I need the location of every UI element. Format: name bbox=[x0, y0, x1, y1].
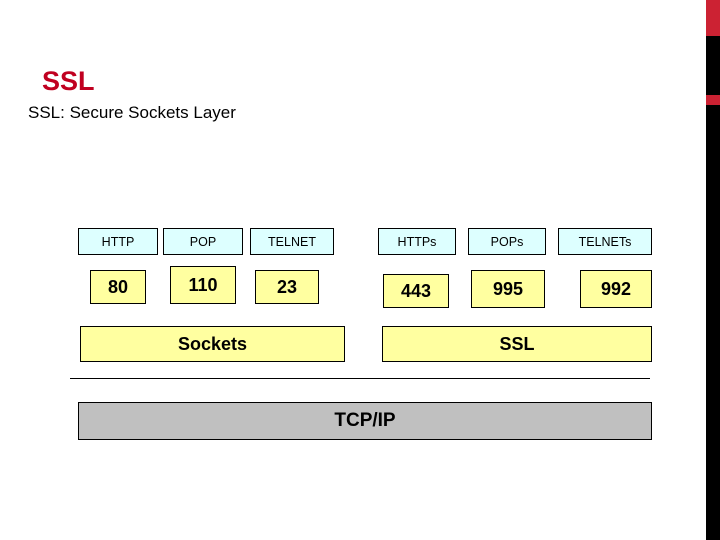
stack-divider bbox=[70, 378, 650, 379]
port-pop: 110 bbox=[170, 266, 236, 304]
port-http: 80 bbox=[90, 270, 146, 304]
protocol-label-http: HTTP bbox=[78, 228, 158, 255]
band-sockets: Sockets bbox=[80, 326, 345, 362]
protocol-label-https: HTTPs bbox=[378, 228, 456, 255]
protocol-label-telnets: TELNETs bbox=[558, 228, 652, 255]
port-telnet: 23 bbox=[255, 270, 319, 304]
protocol-label-telnet: TELNET bbox=[250, 228, 334, 255]
right-edge-accent-second bbox=[706, 95, 720, 105]
protocol-label-pops: POPs bbox=[468, 228, 546, 255]
page-title: SSL bbox=[42, 66, 95, 96]
band-ssl: SSL bbox=[382, 326, 652, 362]
port-telnets: 992 bbox=[580, 270, 652, 308]
band-tcpip: TCP/IP bbox=[78, 402, 652, 440]
right-edge-bar bbox=[706, 0, 720, 540]
page-subtitle: SSL: Secure Sockets Layer bbox=[28, 103, 236, 122]
protocol-label-pop: POP bbox=[163, 228, 243, 255]
port-https: 443 bbox=[383, 274, 449, 308]
port-pops: 995 bbox=[471, 270, 545, 308]
right-edge-accent-top bbox=[706, 0, 720, 36]
